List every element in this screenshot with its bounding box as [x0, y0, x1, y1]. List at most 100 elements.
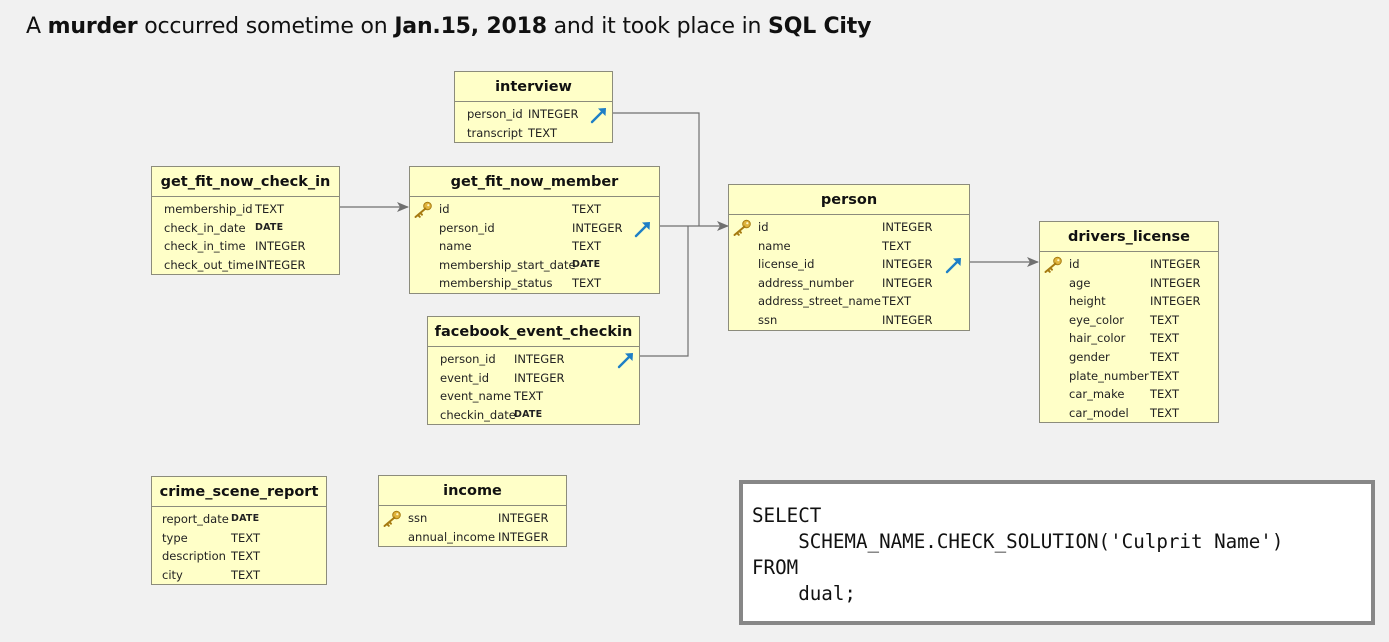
column-name: id — [758, 220, 769, 234]
column-name: person_id — [439, 220, 495, 235]
column-name: id — [1069, 257, 1080, 271]
column-name: event_id — [440, 370, 489, 385]
column-type: TEXT — [231, 530, 260, 545]
column-name: license_id — [758, 257, 815, 272]
table-title: drivers_license — [1040, 222, 1218, 252]
column-type: TEXT — [1150, 387, 1179, 402]
column-type: INTEGER — [882, 257, 933, 272]
sql-query-box: SELECT SCHEMA_NAME.CHECK_SOLUTION('Culpr… — [739, 480, 1375, 625]
column-name: id — [439, 202, 450, 216]
column-name: hair_color — [1069, 331, 1126, 346]
foreign-key-arrow-icon — [944, 255, 964, 275]
column-row: height INTEGER — [1040, 292, 1218, 311]
column-name: name — [758, 238, 791, 253]
column-name: transcript — [467, 125, 523, 140]
column-name: annual_income — [408, 529, 496, 544]
sql-line: SCHEMA_NAME.CHECK_SOLUTION('Culprit Name… — [752, 530, 1284, 553]
column-type: TEXT — [572, 239, 601, 254]
column-row: type TEXT — [152, 529, 326, 548]
column-name: car_model — [1069, 405, 1129, 420]
table-title: facebook_event_checkin — [428, 317, 639, 347]
column-type: INTEGER — [882, 312, 933, 327]
column-type: INTEGER — [255, 239, 306, 254]
column-row: event_id INTEGER — [428, 369, 639, 388]
key-icon — [732, 219, 752, 237]
column-row: hair_color TEXT — [1040, 329, 1218, 348]
column-name: name — [439, 239, 472, 254]
column-type: TEXT — [1150, 331, 1179, 346]
sql-line: FROM — [752, 556, 799, 579]
headline-mid: occurred sometime on — [137, 14, 395, 39]
headline-suffix: and it took place in — [546, 14, 769, 39]
column-name: event_name — [440, 389, 512, 404]
column-type: INTEGER — [255, 257, 306, 272]
column-type: INTEGER — [1150, 257, 1201, 271]
column-name: address_street_name — [758, 294, 881, 309]
column-row: person_id INTEGER — [410, 219, 659, 238]
column-type: INTEGER — [1150, 294, 1201, 309]
column-type: TEXT — [1150, 368, 1179, 383]
table-title: person — [729, 185, 969, 215]
sql-line: SELECT — [752, 504, 822, 527]
column-name: ssn — [758, 312, 778, 327]
column-name: person_id — [467, 107, 523, 121]
column-name: report_date — [162, 512, 229, 526]
column-row: transcript TEXT — [455, 124, 612, 143]
column-name: city — [162, 567, 183, 582]
column-type: TEXT — [882, 238, 911, 253]
column-type: INTEGER — [572, 220, 623, 235]
column-type: TEXT — [514, 389, 543, 404]
headline-date: Jan.15, 2018 — [394, 14, 547, 39]
column-type: TEXT — [231, 549, 260, 564]
column-type: TEXT — [572, 276, 601, 291]
column-type: TEXT — [882, 294, 911, 309]
page-headline: A murder occurred sometime on Jan.15, 20… — [26, 14, 871, 39]
column-type: DATE — [231, 513, 260, 524]
column-type: TEXT — [528, 125, 557, 140]
column-name: person_id — [440, 352, 496, 366]
headline-prefix: A — [26, 14, 48, 39]
table-title: crime_scene_report — [152, 477, 326, 507]
column-name: type — [162, 530, 188, 545]
column-name: membership_start_date — [439, 257, 576, 272]
sql-line: dual; — [752, 582, 856, 605]
column-type: INTEGER — [514, 352, 565, 366]
table-title: income — [379, 476, 566, 506]
key-icon — [413, 201, 433, 219]
column-name: ssn — [408, 511, 428, 525]
column-name: height — [1069, 294, 1106, 309]
column-type: INTEGER — [514, 370, 565, 385]
column-type: TEXT — [1150, 312, 1179, 327]
column-name: gender — [1069, 349, 1110, 364]
column-type: TEXT — [255, 202, 284, 216]
column-row: id INTEGER — [1040, 255, 1218, 274]
column-type: INTEGER — [498, 529, 549, 544]
key-icon — [382, 510, 402, 528]
